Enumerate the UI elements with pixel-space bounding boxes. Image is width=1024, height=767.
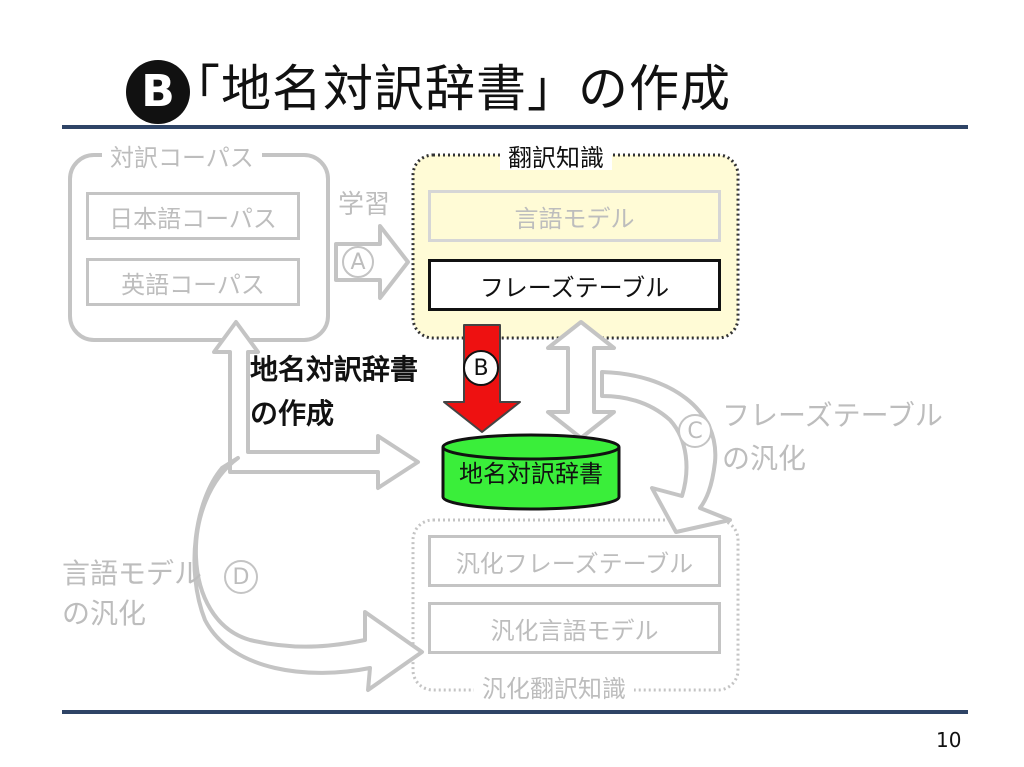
title-marker-b: B bbox=[126, 60, 190, 124]
lm-generalization-line2: の汎化 bbox=[62, 597, 147, 630]
knowledge-group-label: 翻訳知識 bbox=[500, 146, 612, 170]
corpus-group-label: 対訳コーパス bbox=[102, 146, 262, 170]
page-number: 10 bbox=[936, 728, 962, 752]
generalized-group-label: 汎化翻訳知識 bbox=[474, 677, 634, 701]
creation-label-line2: の作成 bbox=[250, 397, 335, 430]
learning-label: 学習 bbox=[338, 190, 391, 220]
footer-rule bbox=[62, 710, 968, 714]
lm-generalization-line1: 言語モデル bbox=[62, 557, 203, 590]
generalized-group-frame bbox=[411, 518, 740, 692]
phrase-generalization-arrow bbox=[600, 370, 732, 534]
creation-label-line1: 地名対訳辞書 bbox=[250, 353, 419, 386]
language-model-box: 言語モデル bbox=[428, 190, 721, 242]
generalized-phrase-table-box: 汎化フレーズテーブル bbox=[428, 535, 721, 587]
marker-a: A bbox=[342, 246, 374, 278]
corpus-group-frame bbox=[68, 153, 330, 342]
marker-d: D bbox=[224, 560, 258, 594]
dictionary-cylinder bbox=[441, 433, 621, 511]
lm-generalization-arrow bbox=[192, 456, 424, 692]
japanese-corpus-box: 日本語コーパス bbox=[86, 192, 300, 240]
title-rule bbox=[62, 125, 968, 129]
generalized-language-model-box: 汎化言語モデル bbox=[428, 602, 721, 654]
english-corpus-box: 英語コーパス bbox=[86, 258, 300, 306]
marker-b: B bbox=[463, 350, 499, 386]
marker-c: C bbox=[678, 414, 712, 448]
dictionary-label: 地名対訳辞書 bbox=[459, 460, 603, 488]
phrase-generalization-line1: フレーズテーブル bbox=[722, 399, 943, 432]
page-title: 「地名対訳辞書」の作成 bbox=[170, 60, 731, 118]
phrase-table-box: フレーズテーブル bbox=[428, 259, 721, 311]
phrase-generalization-line2: の汎化 bbox=[722, 442, 807, 475]
corpus-to-dictionary-arrow bbox=[212, 320, 420, 490]
